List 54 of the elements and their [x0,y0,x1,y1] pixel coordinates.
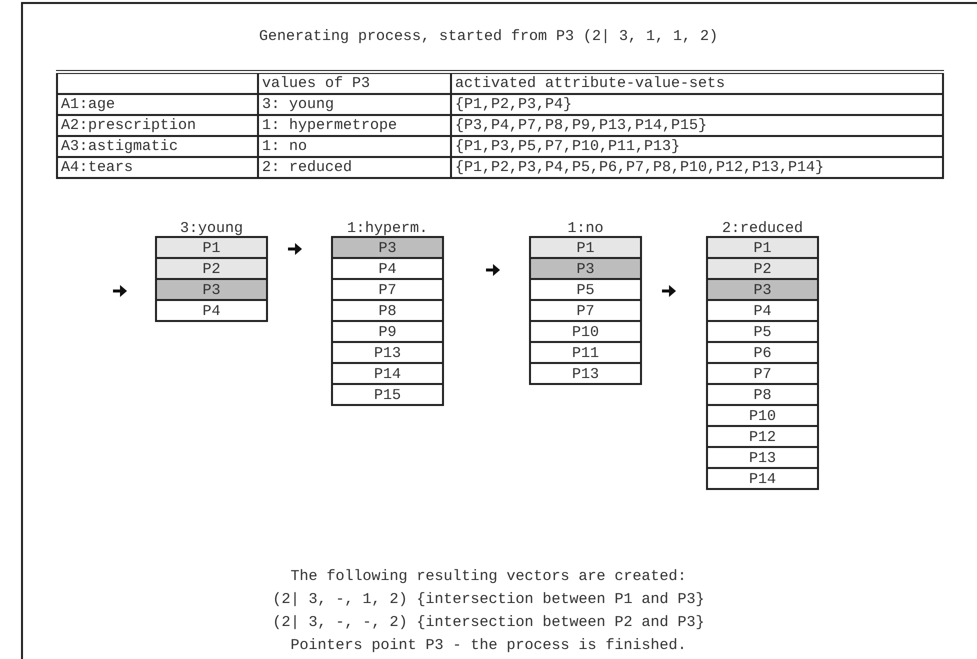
column-heading: 1:hyperm. [346,220,429,238]
column-heading: 1:no [566,220,604,238]
table-cell: 2: reduced [258,157,451,178]
list-cell: P2 [706,257,819,280]
list-cell: P3 [529,257,642,280]
list-cell: P7 [529,299,642,322]
table-cell: A4:tears [57,157,258,178]
table-cell: {P1,P2,P3,P4,P5,P6,P7,P8,P10,P12,P13,P14} [451,157,943,178]
list-cell: P1 [155,236,268,259]
list-cell: P8 [331,299,444,322]
list-cell: P1 [706,236,819,259]
table-cell: activated attribute-value-sets [451,72,943,94]
list-cell: P1 [529,236,642,259]
note-text: (2| 3, -, -, 2) {intersection between P2 and P3} [271,614,706,631]
list-cell: P9 [331,320,444,343]
column-heading: 3:young [178,220,244,238]
list-cell: P6 [706,341,819,364]
list-cell: P10 [706,404,819,427]
list-cell: P7 [331,278,444,301]
table-cell: {P1,P3,P5,P7,P10,P11,P13} [451,136,943,157]
list-cell: P11 [529,341,642,364]
list-cell: P7 [706,362,819,385]
list-cell: P3 [155,278,268,301]
table-cell: A1:age [57,94,258,115]
list-cell: P8 [706,383,819,406]
table-cell: A3:astigmatic [57,136,258,157]
table-cell: 3: young [258,94,451,115]
list-cell: P14 [331,362,444,385]
list-cell: P3 [706,278,819,301]
list-cell: P4 [155,299,268,322]
table-cell: A2:prescription [57,115,258,136]
list-cell: P4 [331,257,444,280]
note-text: (2| 3, -, 1, 2) {intersection between P1 and P3} [271,591,706,608]
table-cell: 1: no [258,136,451,157]
list-cell: P13 [706,446,819,469]
table-cell: 1: hypermetrope [258,115,451,136]
list-cell: P12 [706,425,819,448]
list-cell: P2 [155,257,268,280]
diagram-title: Generating process, started from P3 (2| 3, 1, 1, 2) [258,28,720,45]
list-cell: P14 [706,467,819,490]
list-cell: P3 [331,236,444,259]
list-cell: P15 [331,383,444,406]
table-cell: {P3,P4,P7,P8,P9,P13,P14,P15} [451,115,943,136]
list-cell: P5 [706,320,819,343]
list-cell: P13 [331,341,444,364]
table-cell: values of P3 [258,72,451,94]
note-text: Pointers point P3 - the process is finished. [289,637,688,654]
list-cell: P4 [706,299,819,322]
list-cell: P10 [529,320,642,343]
list-cell: P13 [529,362,642,385]
column-heading: 2:reduced [720,220,804,238]
note-text: The following resulting vectors are created: [289,568,688,585]
table-cell: {P1,P2,P3,P4} [451,94,943,115]
list-cell: P5 [529,278,642,301]
